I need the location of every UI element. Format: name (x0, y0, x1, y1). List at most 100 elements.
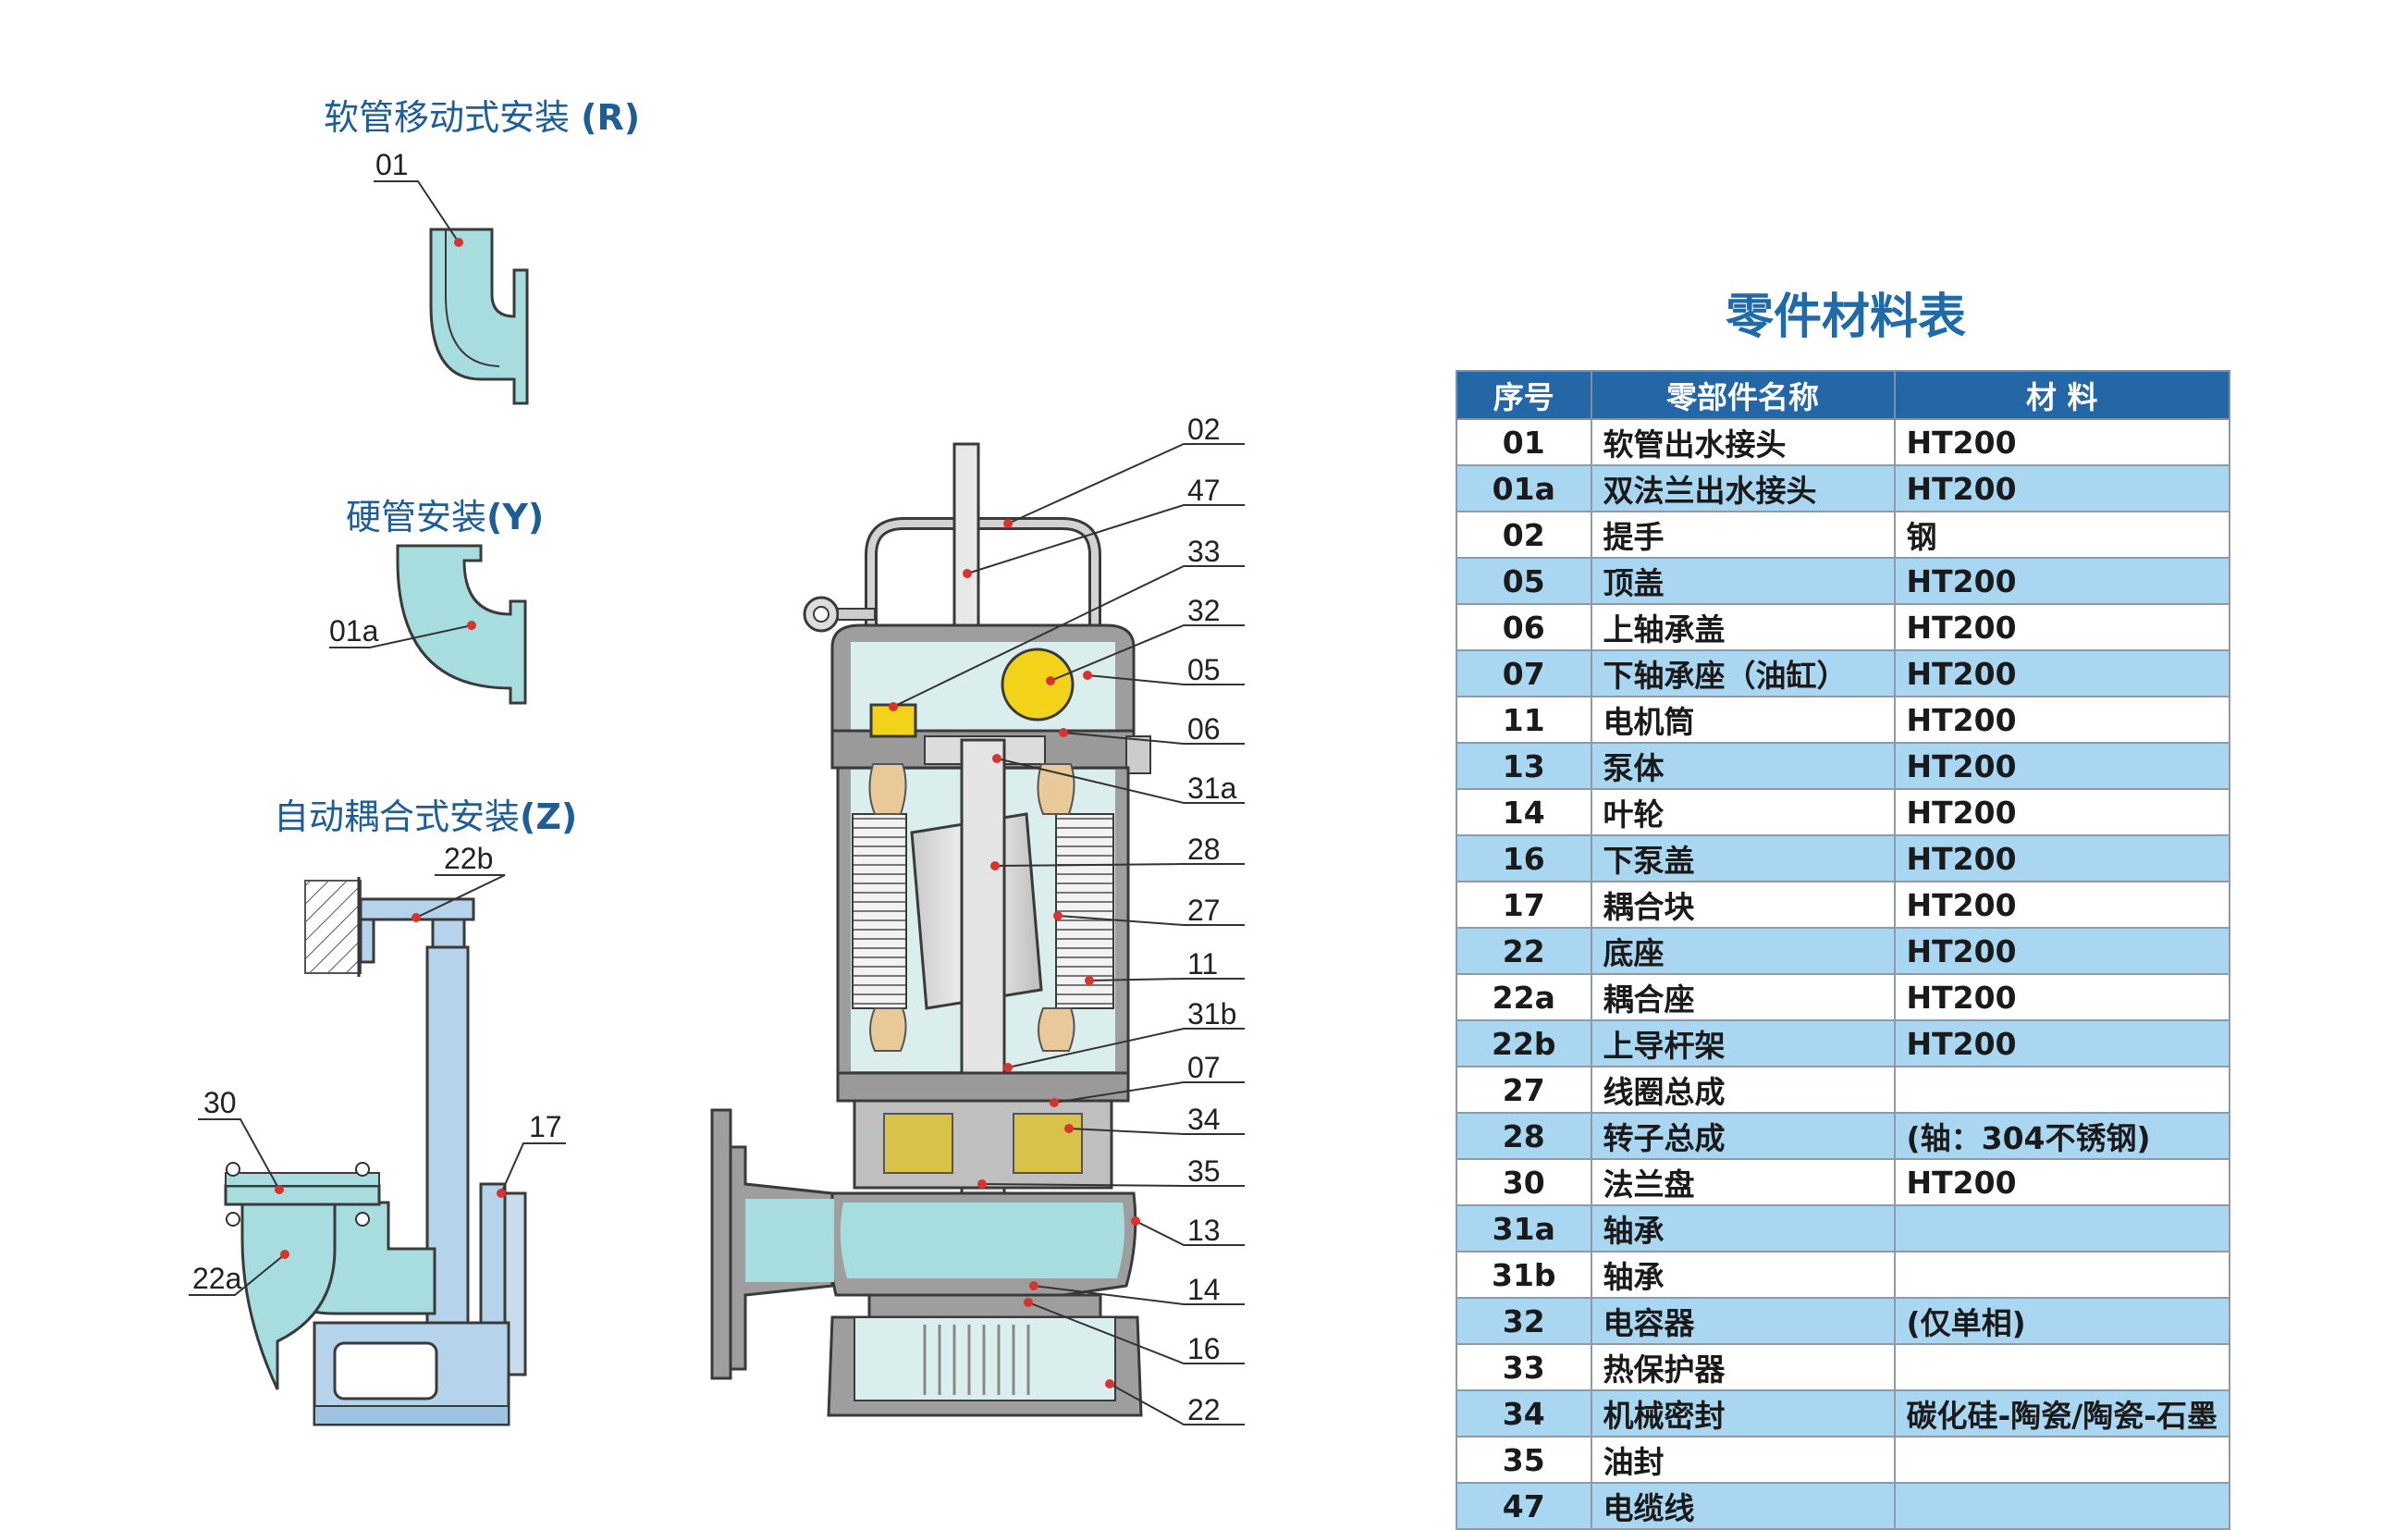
cell-no: 33 (1456, 1343, 1592, 1391)
cell-name: 耦合座 (1590, 973, 1896, 1021)
callout-30: 30 (203, 1086, 237, 1119)
cell-material: (轴：304不锈钢) (1893, 1112, 2231, 1160)
cell-material: HT200 (1893, 742, 2231, 790)
cell-name: 上导杆架 (1590, 1019, 1896, 1067)
callout-35: 35 (1187, 1154, 1221, 1188)
cell-material (1893, 1482, 2231, 1530)
cell-name: 油封 (1590, 1436, 1896, 1484)
install-title-r-code: (R) (581, 97, 641, 138)
cell-name: 底座 (1590, 927, 1896, 975)
cell-name: 叶轮 (1590, 788, 1896, 836)
cell-material: HT200 (1893, 649, 2231, 697)
cell-name: 机械密封 (1590, 1389, 1896, 1437)
callout-17: 17 (529, 1110, 562, 1143)
cell-no: 47 (1456, 1482, 1592, 1530)
install-title-y: 硬管安装(Y) (346, 488, 544, 539)
callout-07: 07 (1187, 1051, 1221, 1084)
cell-no: 22b (1456, 1019, 1592, 1067)
cell-material (1893, 1436, 2231, 1484)
cell-name: 转子总成 (1590, 1112, 1896, 1160)
pump-leader-dots (889, 519, 1140, 1388)
cell-name: 电机筒 (1590, 696, 1896, 744)
cell-no: 32 (1456, 1297, 1592, 1345)
cell-material: HT200 (1893, 464, 2231, 512)
cell-material: 碳化硅-陶瓷/陶瓷-石墨 (1893, 1389, 2231, 1437)
header-no: 序号 (1456, 370, 1592, 420)
parts-table-title: 零件材料表 (1725, 290, 1966, 345)
cell-no: 14 (1456, 788, 1592, 836)
cell-material: HT200 (1893, 557, 2231, 605)
cell-no: 22a (1456, 973, 1592, 1021)
cell-material: HT200 (1893, 1158, 2231, 1206)
cell-no: 02 (1456, 511, 1592, 559)
cell-material: HT200 (1893, 881, 2231, 929)
cell-name: 上轴承盖 (1590, 603, 1896, 651)
cell-material: HT200 (1893, 973, 2231, 1021)
install-title-y-code: (Y) (486, 497, 545, 537)
install-title-y-label: 硬管安装 (346, 497, 487, 537)
callout-14: 14 (1187, 1273, 1221, 1306)
cell-name: 轴承 (1590, 1204, 1896, 1252)
cell-material: HT200 (1893, 1019, 2231, 1067)
cell-name: 下泵盖 (1590, 834, 1896, 882)
cell-name: 法兰盘 (1590, 1158, 1896, 1206)
callout-16: 16 (1187, 1332, 1221, 1365)
cell-material: 钢 (1893, 511, 2231, 559)
callout-05: 05 (1187, 653, 1221, 686)
cell-no: 34 (1456, 1389, 1592, 1437)
pump-diagram (189, 180, 1245, 1426)
header-name: 零部件名称 (1590, 370, 1896, 420)
install-title-z-label: 自动耦合式安装 (274, 796, 521, 837)
cell-material: HT200 (1893, 603, 2231, 651)
cell-material (1893, 1343, 2231, 1391)
callout-06: 06 (1187, 712, 1221, 746)
callout-22a: 22a (192, 1262, 242, 1295)
cell-name: 软管出水接头 (1590, 418, 1896, 466)
callout-31b: 31b (1187, 997, 1237, 1030)
cell-name: 提手 (1590, 511, 1896, 559)
cell-name: 双法兰出水接头 (1590, 464, 1896, 512)
cell-material: HT200 (1893, 927, 2231, 975)
cell-name: 顶盖 (1590, 557, 1896, 605)
cell-name: 轴承 (1590, 1251, 1896, 1299)
cell-name: 电缆线 (1590, 1482, 1896, 1530)
cell-no: 11 (1456, 696, 1592, 744)
callout-33: 33 (1187, 535, 1221, 568)
cell-no: 01a (1456, 464, 1592, 512)
callout-34: 34 (1187, 1103, 1221, 1136)
cell-material: HT200 (1893, 788, 2231, 836)
cell-material (1893, 1066, 2231, 1114)
install-title-z: 自动耦合式安装(Z) (274, 788, 577, 839)
cell-no: 13 (1456, 742, 1592, 790)
cell-no: 30 (1456, 1158, 1592, 1206)
callout-27: 27 (1187, 894, 1221, 927)
install-title-r: 软管移动式安装 (R) (324, 89, 640, 140)
cell-name: 线圈总成 (1590, 1066, 1896, 1114)
cell-no: 17 (1456, 881, 1592, 929)
cell-no: 07 (1456, 649, 1592, 697)
cell-name: 耦合块 (1590, 881, 1896, 929)
capacitor (1001, 648, 1075, 722)
install-leaders (189, 180, 566, 1296)
callout-11: 11 (1187, 947, 1219, 981)
